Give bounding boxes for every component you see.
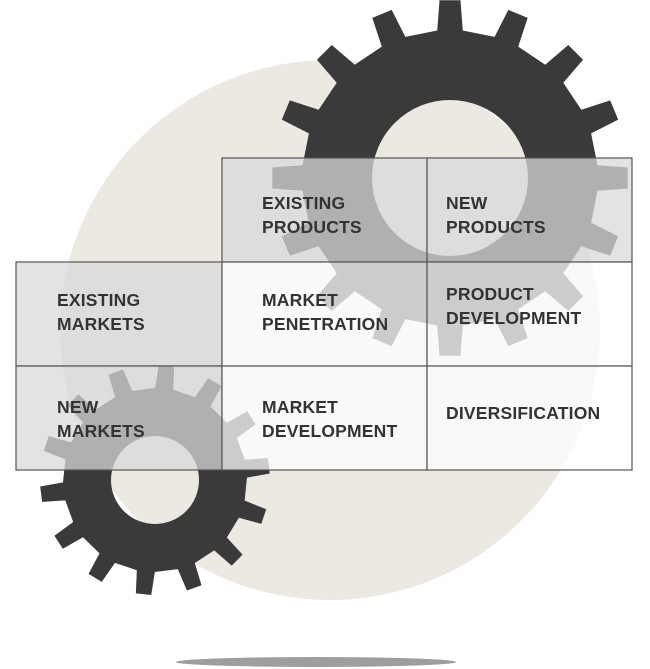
row-header-new-markets-label: NEW MARKETS <box>57 397 145 441</box>
diversification-label: DIVERSIFICATION <box>446 403 600 423</box>
row-header-existing-markets <box>15 261 223 367</box>
cell-diversification <box>426 365 633 471</box>
column-header-existing-products-label: EXISTING PRODUCTS <box>262 193 362 237</box>
market-development-label: MARKET DEVELOPMENT <box>262 397 398 441</box>
column-header-new-products <box>426 157 633 263</box>
column-header-existing-products <box>221 157 428 263</box>
column-header-new-products-label: NEW PRODUCTS <box>446 193 546 237</box>
product-development-label: PRODUCT DEVELOPMENT <box>446 284 582 328</box>
row-header-new-markets <box>15 365 223 471</box>
floor-shadow <box>176 657 456 667</box>
cell-market-penetration <box>221 261 428 367</box>
market-penetration-label: MARKET PENETRATION <box>262 290 388 334</box>
ansoff-matrix <box>15 157 633 471</box>
row-header-existing-markets-label: EXISTING MARKETS <box>57 290 145 334</box>
cell-market-development <box>221 365 428 471</box>
